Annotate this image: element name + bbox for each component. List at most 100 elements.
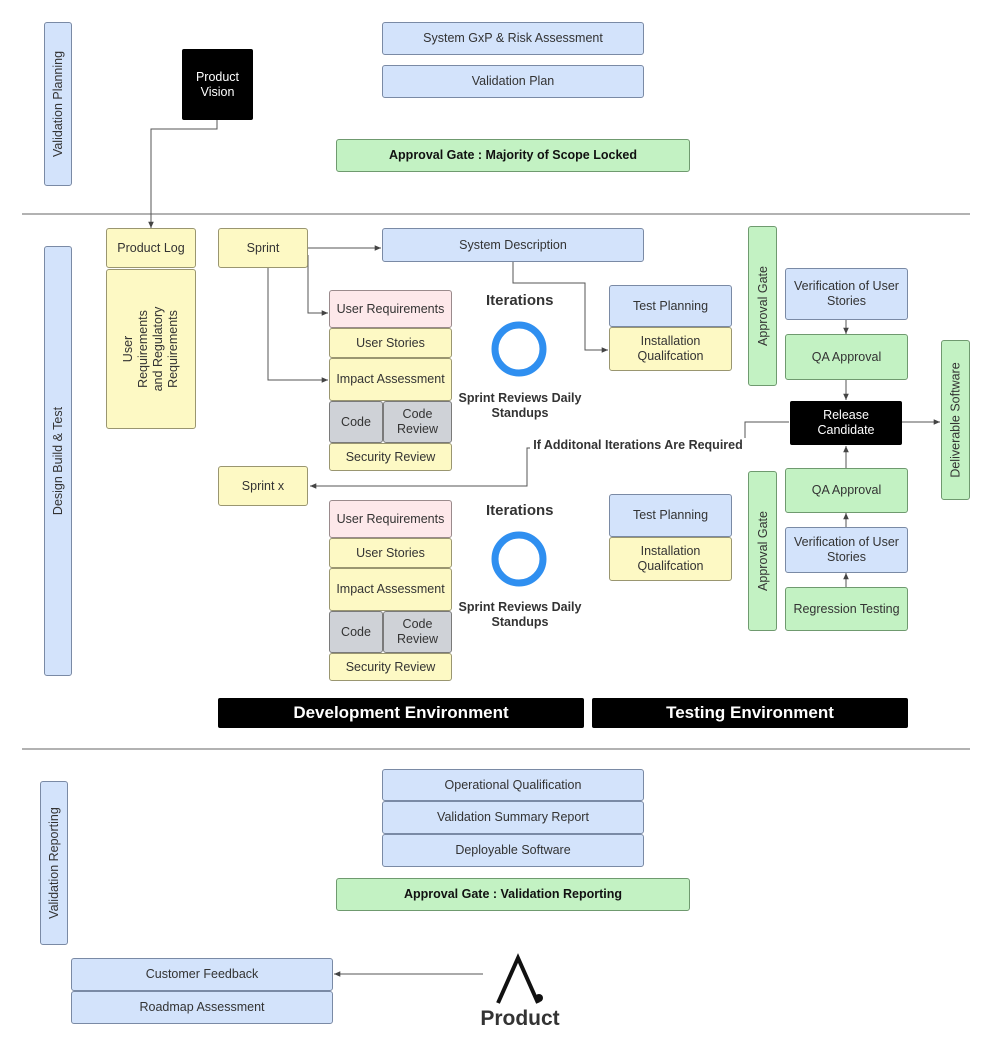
arrow-sprint-to-impact [267,268,328,383]
node-label: Validation Summary Report [437,810,589,824]
node-label: QA Approval [811,483,882,497]
product-log-node: Product Log [106,228,196,268]
sprint-x-node: Sprint x [218,466,308,506]
approval-gate-scope-node: Approval Gate : Majority of Scope Locked [336,139,690,172]
iterations-caption-1: Sprint Reviews Daily Standups [458,391,582,420]
security-review-node-1: Security Review [329,443,452,471]
installation-qualification-node-2: Installation Qualifcation [609,537,732,581]
approval-gate-node-2: Approval Gate [748,471,777,631]
user-reqs-regulatory-node: User Requirements and Regulatory Require… [106,269,196,429]
qa-approval-node-1: QA Approval [785,334,908,380]
qa-approval-node-2: QA Approval [785,468,908,513]
node-label: Approval Gate : Validation Reporting [403,887,623,901]
iteration-ring-1 [491,321,547,377]
product-logo-icon [496,953,543,1004]
node-label: Approval Gate [755,511,770,591]
node-label: Security Review [345,659,436,674]
impact-assessment-node-1: Impact Assessment [329,358,452,401]
user-requirements-node-2: User Requirements [329,500,452,538]
deployable-software-node: Deployable Software [382,834,644,867]
node-label: Impact Assessment [336,372,445,386]
lane-validation-reporting: Validation Reporting [40,781,68,945]
node-label: Code Review [397,617,438,646]
lane-label: Validation Planning [51,50,66,158]
iterations-caption-2: Sprint Reviews Daily Standups [458,600,582,629]
node-label: QA Approval [811,349,882,364]
node-label: System GxP & Risk Assessment [423,31,603,45]
verification-node-2: Verification of User Stories [785,527,908,573]
lane-design-build-test: Design Build & Test [44,246,72,676]
iteration-ring-2 [491,531,547,587]
node-label: Impact Assessment [336,582,445,596]
user-requirements-node-1: User Requirements [329,290,452,328]
node-label: Roadmap Assessment [139,1000,265,1014]
node-label: Product Vision [195,69,240,99]
node-label: Test Planning [632,508,709,522]
node-label: Security Review [345,449,436,464]
node-label: Code Review [397,407,438,436]
node-label: Validation Plan [471,74,555,88]
installation-qualification-node-1: Installation Qualifcation [609,327,732,371]
customer-feedback-node: Customer Feedback [71,958,333,991]
node-label: Installation Qualifcation [637,334,704,363]
node-label: Deployable Software [455,843,571,857]
verification-node-1: Verification of User Stories [785,268,908,320]
user-stories-node-2: User Stories [329,538,452,568]
arrow-vision-to-log [148,120,218,228]
node-label: Customer Feedback [145,967,259,981]
lane-validation-planning: Validation Planning [44,22,72,186]
operational-qualification-node: Operational Qualification [382,769,644,801]
validation-plan-node: Validation Plan [382,65,644,98]
node-label: Sprint x [241,478,285,493]
code-review-node-1: Code Review [383,401,452,443]
impact-assessment-node-2: Impact Assessment [329,568,452,611]
product-logo-text: Product [480,1007,560,1030]
node-label: System Description [459,237,567,252]
iterations-title-2: Iterations [486,502,554,519]
test-planning-node-2: Test Planning [609,494,732,537]
node-label: Regression Testing [793,601,900,616]
node-label: Verification of User Stories [794,279,899,308]
regression-testing-node: Regression Testing [785,587,908,631]
deliverable-software-node: Deliverable Software [941,340,970,500]
release-candidate-node: Release Candidate [790,401,902,445]
testing-environment-bar: Testing Environment [592,698,908,728]
system-description-node: System Description [382,228,644,262]
node-label: Deliverable Software [948,362,963,478]
approval-gate-node-1: Approval Gate [748,226,777,386]
code-review-node-2: Code Review [383,611,452,653]
development-environment-bar: Development Environment [218,698,584,728]
validation-summary-report-node: Validation Summary Report [382,801,644,834]
product-vision-node: Product Vision [182,49,253,120]
approval-gate-reporting-node: Approval Gate : Validation Reporting [336,878,690,911]
node-label: User Stories [356,545,425,560]
iterations-title-1: Iterations [486,292,554,309]
arrow-sprint-to-userreq [307,255,328,316]
lane-label: Design Build & Test [51,406,66,516]
node-label: Operational Qualification [444,777,582,792]
node-label: Verification of User Stories [794,535,899,564]
node-label: Release Candidate [817,408,875,437]
roadmap-assessment-node: Roadmap Assessment [71,991,333,1024]
lane-label: Validation Reporting [47,807,61,919]
test-planning-node-1: Test Planning [609,285,732,327]
node-label: Test Planning [632,298,709,313]
node-label: Approval Gate [755,266,770,346]
node-label: User Requirements [336,301,445,316]
node-label: Sprint [246,240,280,255]
node-label: Product Log [117,240,185,255]
node-label: User Requirements and Regulatory Require… [121,306,180,392]
node-label: User Requirements [336,511,445,526]
sprint-node: Sprint [218,228,308,268]
security-review-node-2: Security Review [329,653,452,681]
node-label: Approval Gate : Majority of Scope Locked [389,148,637,162]
loop-label: If Additonal Iterations Are Required [530,438,746,453]
code-node-1: Code [329,401,383,443]
user-stories-node-1: User Stories [329,328,452,358]
node-label: Code [341,414,371,429]
node-label: User Stories [356,335,425,350]
gxp-risk-node: System GxP & Risk Assessment [382,22,644,55]
node-label: Installation Qualifcation [637,544,704,573]
node-label: Code [341,624,371,639]
code-node-2: Code [329,611,383,653]
